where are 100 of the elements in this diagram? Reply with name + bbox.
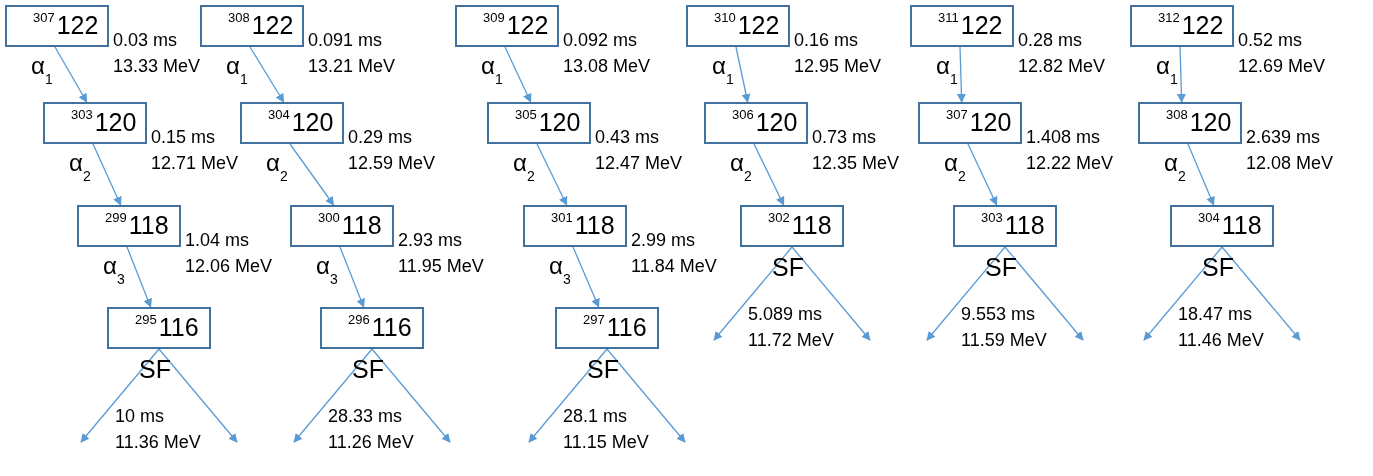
nuclide-label: $^{308}$120 xyxy=(1166,107,1232,138)
nuclide-label: $^{305}$120 xyxy=(515,107,581,138)
arrow xyxy=(791,246,871,341)
nuclide-box xyxy=(290,205,394,247)
arrow xyxy=(1176,46,1186,103)
nuclide-label: $^{297}$116 xyxy=(583,312,647,343)
energy-label: 13.08 MeV xyxy=(563,55,651,78)
energy-label: 12.69 MeV xyxy=(1238,55,1326,78)
nuclide-label: $^{302}$118 xyxy=(768,210,832,241)
nuclide-label: $^{307}$120 xyxy=(946,107,1012,138)
nuclide-label: $^{299}$118 xyxy=(105,210,169,241)
arrow xyxy=(572,246,600,308)
arrow xyxy=(528,348,608,443)
nuclide-label: $^{303}$118 xyxy=(981,210,1045,241)
energy-label: 12.47 MeV xyxy=(595,152,683,175)
half-life-label: 10 ms xyxy=(115,405,165,428)
nuclide-box xyxy=(686,5,790,47)
nuclide-label: $^{307}$122 xyxy=(33,10,99,41)
energy-label: 11.59 MeV xyxy=(961,329,1047,352)
half-life-label: 1.408 ms xyxy=(1026,126,1101,149)
nuclide-box xyxy=(1170,205,1274,247)
half-life-label: 28.1 ms xyxy=(563,405,628,428)
arrow xyxy=(249,46,285,103)
arrow xyxy=(606,348,686,443)
energy-label: 12.82 MeV xyxy=(1018,55,1106,78)
nuclide-box xyxy=(523,205,627,247)
energy-label: 12.95 MeV xyxy=(794,55,882,78)
nuclide-label: $^{296}$116 xyxy=(348,312,412,343)
arrow xyxy=(126,246,152,308)
half-life-label: 0.15 ms xyxy=(151,126,216,149)
arrow xyxy=(158,348,238,443)
energy-label: 11.95 MeV xyxy=(398,255,484,278)
half-life-label: 0.52 ms xyxy=(1238,29,1303,52)
nuclide-box xyxy=(240,102,344,144)
energy-label: 12.08 MeV xyxy=(1246,152,1334,175)
nuclide-label: $^{304}$118 xyxy=(1198,210,1262,241)
nuclide-label: $^{301}$118 xyxy=(551,210,615,241)
arrow xyxy=(536,143,568,206)
arrow xyxy=(753,143,785,206)
nuclide-label: $^{303}$120 xyxy=(71,107,137,138)
arrow xyxy=(80,348,160,443)
energy-label: 12.59 MeV xyxy=(348,152,436,175)
nuclide-box xyxy=(910,5,1014,47)
decay-mode-label: SF xyxy=(587,355,619,383)
half-life-label: 2.93 ms xyxy=(398,229,463,252)
nuclide-label: $^{309}$122 xyxy=(483,10,549,41)
half-life-label: 1.04 ms xyxy=(185,229,250,252)
nuclide-box xyxy=(953,205,1057,247)
nuclide-box xyxy=(487,102,591,144)
nuclide-box xyxy=(43,102,147,144)
nuclide-box xyxy=(740,205,844,247)
half-life-label: 5.089 ms xyxy=(748,303,823,326)
half-life-label: 18.47 ms xyxy=(1178,303,1253,326)
arrow xyxy=(371,348,451,443)
half-life-label: 0.092 ms xyxy=(563,29,638,52)
arrow xyxy=(1004,246,1084,341)
decay-mode-label: SF xyxy=(139,355,171,383)
arrow xyxy=(92,143,122,206)
decay-mode-label: SF xyxy=(352,355,384,383)
energy-label: 12.06 MeV xyxy=(185,255,273,278)
half-life-label: 0.73 ms xyxy=(812,126,877,149)
energy-label: 11.46 MeV xyxy=(1178,329,1264,352)
nuclide-label: $^{311}$122 xyxy=(938,10,1003,41)
decay-mode-label: SF xyxy=(772,253,804,281)
half-life-label: 9.553 ms xyxy=(961,303,1036,326)
energy-label: 13.21 MeV xyxy=(308,55,396,78)
energy-label: 11.15 MeV xyxy=(563,431,649,454)
nuclide-box xyxy=(5,5,109,47)
half-life-label: 2.639 ms xyxy=(1246,126,1321,149)
half-life-label: 0.43 ms xyxy=(595,126,660,149)
nuclide-box xyxy=(704,102,808,144)
nuclide-label: $^{304}$120 xyxy=(268,107,334,138)
nuclide-box xyxy=(918,102,1022,144)
arrow xyxy=(713,246,793,341)
arrow xyxy=(1143,246,1223,341)
nuclide-label: $^{312}$122 xyxy=(1158,10,1224,41)
arrow xyxy=(504,46,532,103)
half-life-label: 0.03 ms xyxy=(113,29,178,52)
nuclide-box xyxy=(77,205,181,247)
arrow xyxy=(956,46,966,103)
half-life-label: 0.091 ms xyxy=(308,29,383,52)
energy-label: 11.84 MeV xyxy=(631,255,717,278)
nuclide-label: $^{300}$118 xyxy=(318,210,382,241)
arrow xyxy=(1221,246,1301,341)
decay-mode-label: SF xyxy=(985,253,1017,281)
arrow xyxy=(54,46,88,103)
nuclide-label: $^{308}$122 xyxy=(228,10,294,41)
energy-label: 11.26 MeV xyxy=(328,431,414,454)
arrow xyxy=(289,143,335,206)
nuclide-label: $^{295}$116 xyxy=(135,312,199,343)
half-life-label: 0.28 ms xyxy=(1018,29,1083,52)
arrow xyxy=(735,46,751,103)
arrow xyxy=(967,143,998,206)
nuclide-box xyxy=(107,307,211,349)
nuclide-box xyxy=(455,5,559,47)
nuclide-label: $^{306}$120 xyxy=(732,107,798,138)
nuclide-box xyxy=(320,307,424,349)
nuclide-box xyxy=(555,307,659,349)
nuclide-box xyxy=(1138,102,1242,144)
arrow xyxy=(1187,143,1215,206)
